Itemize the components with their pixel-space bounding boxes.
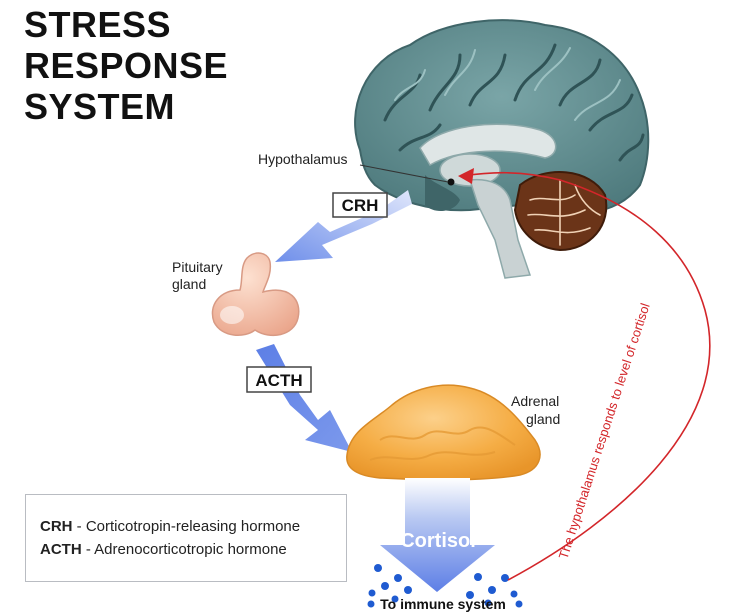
pituitary-label-line-1: Pituitary [172, 259, 223, 275]
crh-label: CRH [342, 196, 379, 215]
legend-row-crh: CRH - Corticotropin-releasing hormone [40, 515, 346, 538]
legend-crh-abbr: CRH [40, 518, 73, 535]
title-line-2: RESPONSE [24, 45, 229, 86]
adrenal-gland [346, 384, 541, 481]
adrenal-label-line-2: gland [526, 411, 561, 427]
adrenal-label-line-1: Adrenal [511, 393, 560, 409]
feedback-curve [461, 171, 711, 581]
cortisol-label: Cortisol [400, 530, 476, 552]
pituitary-gland [211, 252, 300, 337]
pituitary-label-line-2: gland [172, 276, 207, 292]
legend-row-acth: ACTH - Adrenocorticotropic hormone [40, 538, 346, 561]
hypothalamus-label: Hypothalamus [258, 151, 348, 167]
acth-label-box [246, 366, 312, 393]
brain [354, 19, 650, 279]
feedback-arrowhead [458, 168, 474, 184]
feedback-label: The hypothalamus responds to level of co… [556, 301, 653, 561]
immune-bullet-right [515, 600, 523, 608]
cortisol-dots [368, 564, 518, 607]
to-immune-label: To immune system [380, 596, 506, 612]
acth-arrow [256, 344, 352, 452]
title-line-1: STRESS [24, 4, 172, 45]
diagram-title: STRESS RESPONSE SYSTEM [24, 4, 228, 127]
crh-arrow [275, 190, 412, 262]
cortisol-arrow [380, 478, 495, 592]
legend-acth-abbr: ACTH [40, 541, 82, 558]
title-line-3: SYSTEM [24, 86, 176, 127]
legend-acth-desc: - Adrenocorticotropic hormone [81, 541, 287, 558]
legend-box: CRH - Corticotropin-releasing hormone AC… [25, 494, 347, 582]
immune-bullet-left [367, 600, 375, 608]
acth-label: ACTH [255, 371, 302, 390]
legend-crh-desc: - Corticotropin-releasing hormone [72, 518, 301, 535]
hypothalamus-pointer [359, 164, 449, 183]
crh-label-box [332, 192, 388, 218]
